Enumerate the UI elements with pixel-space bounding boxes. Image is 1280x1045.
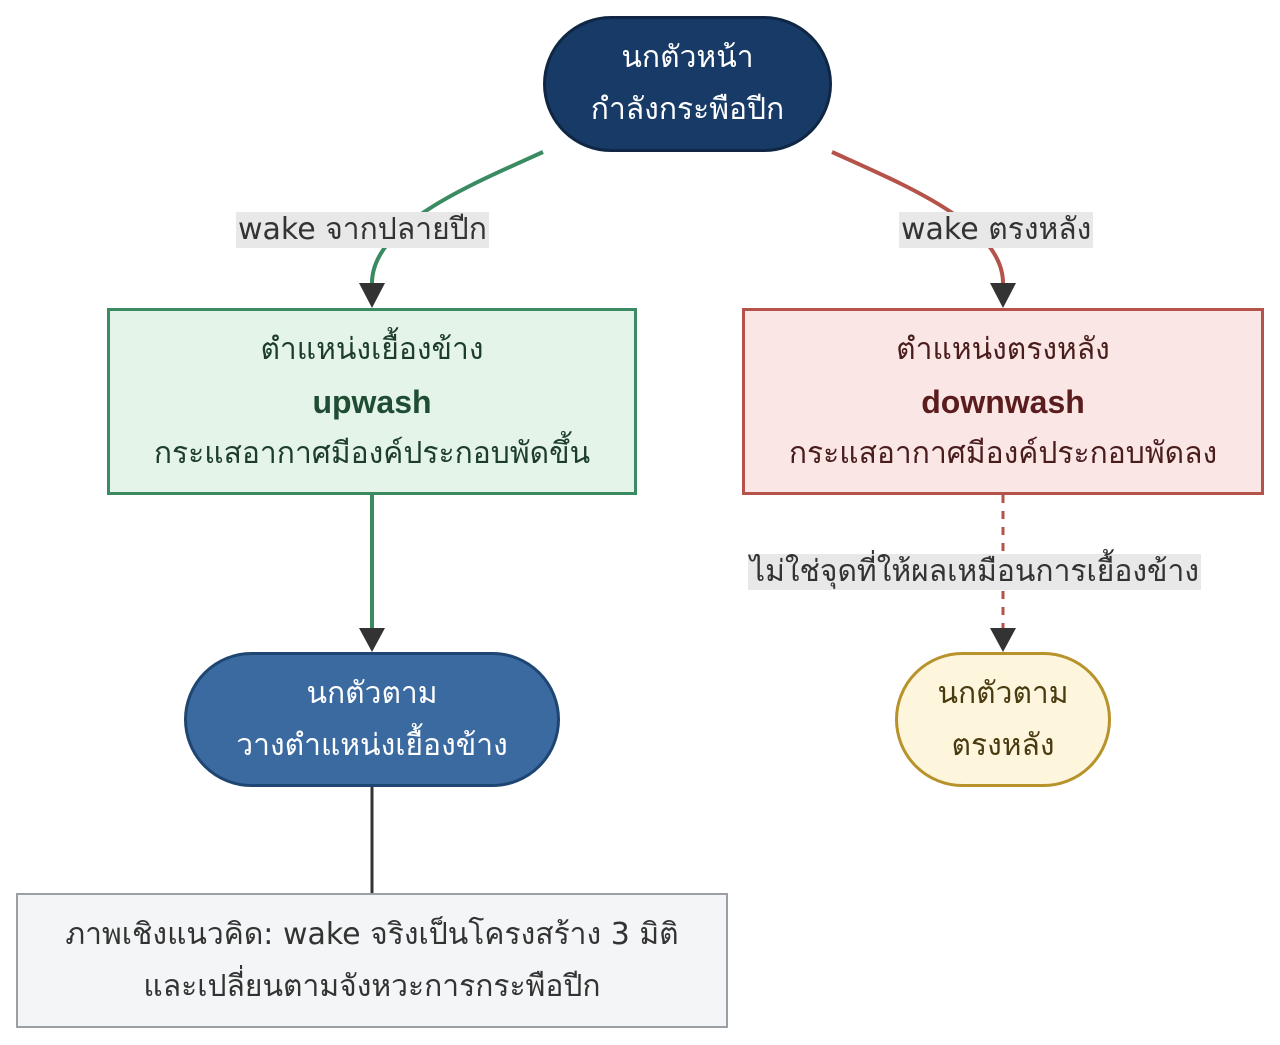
follower-side-line1: นกตัวตาม [306, 675, 438, 711]
side-position-node: ตำแหน่งเยื้องข้าง upwash กระแสอากาศมีองค… [107, 308, 637, 495]
concept-note-line1: ภาพเชิงแนวคิด: wake จริงเป็นโครงสร้าง 3 … [65, 916, 679, 952]
lead-bird-node: นกตัวหน้า กำลังกระพือปีก [543, 16, 832, 152]
lead-bird-line1: นกตัวหน้า [621, 40, 754, 75]
follower-side-node: นกตัวตาม วางตำแหน่งเยื้องข้าง [184, 652, 560, 787]
concept-note-line2: และเปลี่ยนตามจังหวะการกระพือปีก [143, 968, 601, 1004]
follower-side-line2: วางตำแหน่งเยื้องข้าง [236, 727, 508, 763]
lead-bird-line2: กำลังกระพือปีก [590, 92, 785, 127]
behind-position-line3: กระแสอากาศมีองค์ประกอบพัดลง [788, 435, 1218, 471]
follower-behind-line1: นกตัวตาม [937, 675, 1069, 711]
edge-wingtip-wake [370, 150, 544, 284]
side-position-upwash: upwash [312, 383, 432, 420]
arrowhead-behind [990, 283, 1016, 308]
arrowhead-follower-behind [990, 628, 1016, 652]
behind-position-downwash: downwash [921, 383, 1085, 420]
edge-label-wingtip-wake: wake จากปลายปีก [236, 212, 489, 248]
concept-note: ภาพเชิงแนวคิด: wake จริงเป็นโครงสร้าง 3 … [16, 893, 728, 1028]
arrowhead-follower-side [359, 628, 385, 652]
behind-position-line1: ตำแหน่งตรงหลัง [896, 331, 1110, 367]
arrowhead-side [359, 283, 385, 308]
edge-label-not-same-effect: ไม่ใช่จุดที่ให้ผลเหมือนการเยื้องข้าง [748, 554, 1202, 590]
follower-behind-node: นกตัวตาม ตรงหลัง [895, 652, 1111, 787]
edge-label-behind-wake: wake ตรงหลัง [899, 212, 1094, 248]
behind-position-node: ตำแหน่งตรงหลัง downwash กระแสอากาศมีองค์… [742, 308, 1264, 495]
edge-behind-wake [831, 150, 1005, 284]
side-position-line1: ตำแหน่งเยื้องข้าง [260, 331, 484, 367]
follower-behind-line2: ตรงหลัง [951, 727, 1055, 763]
side-position-line3: กระแสอากาศมีองค์ประกอบพัดขึ้น [153, 435, 591, 471]
